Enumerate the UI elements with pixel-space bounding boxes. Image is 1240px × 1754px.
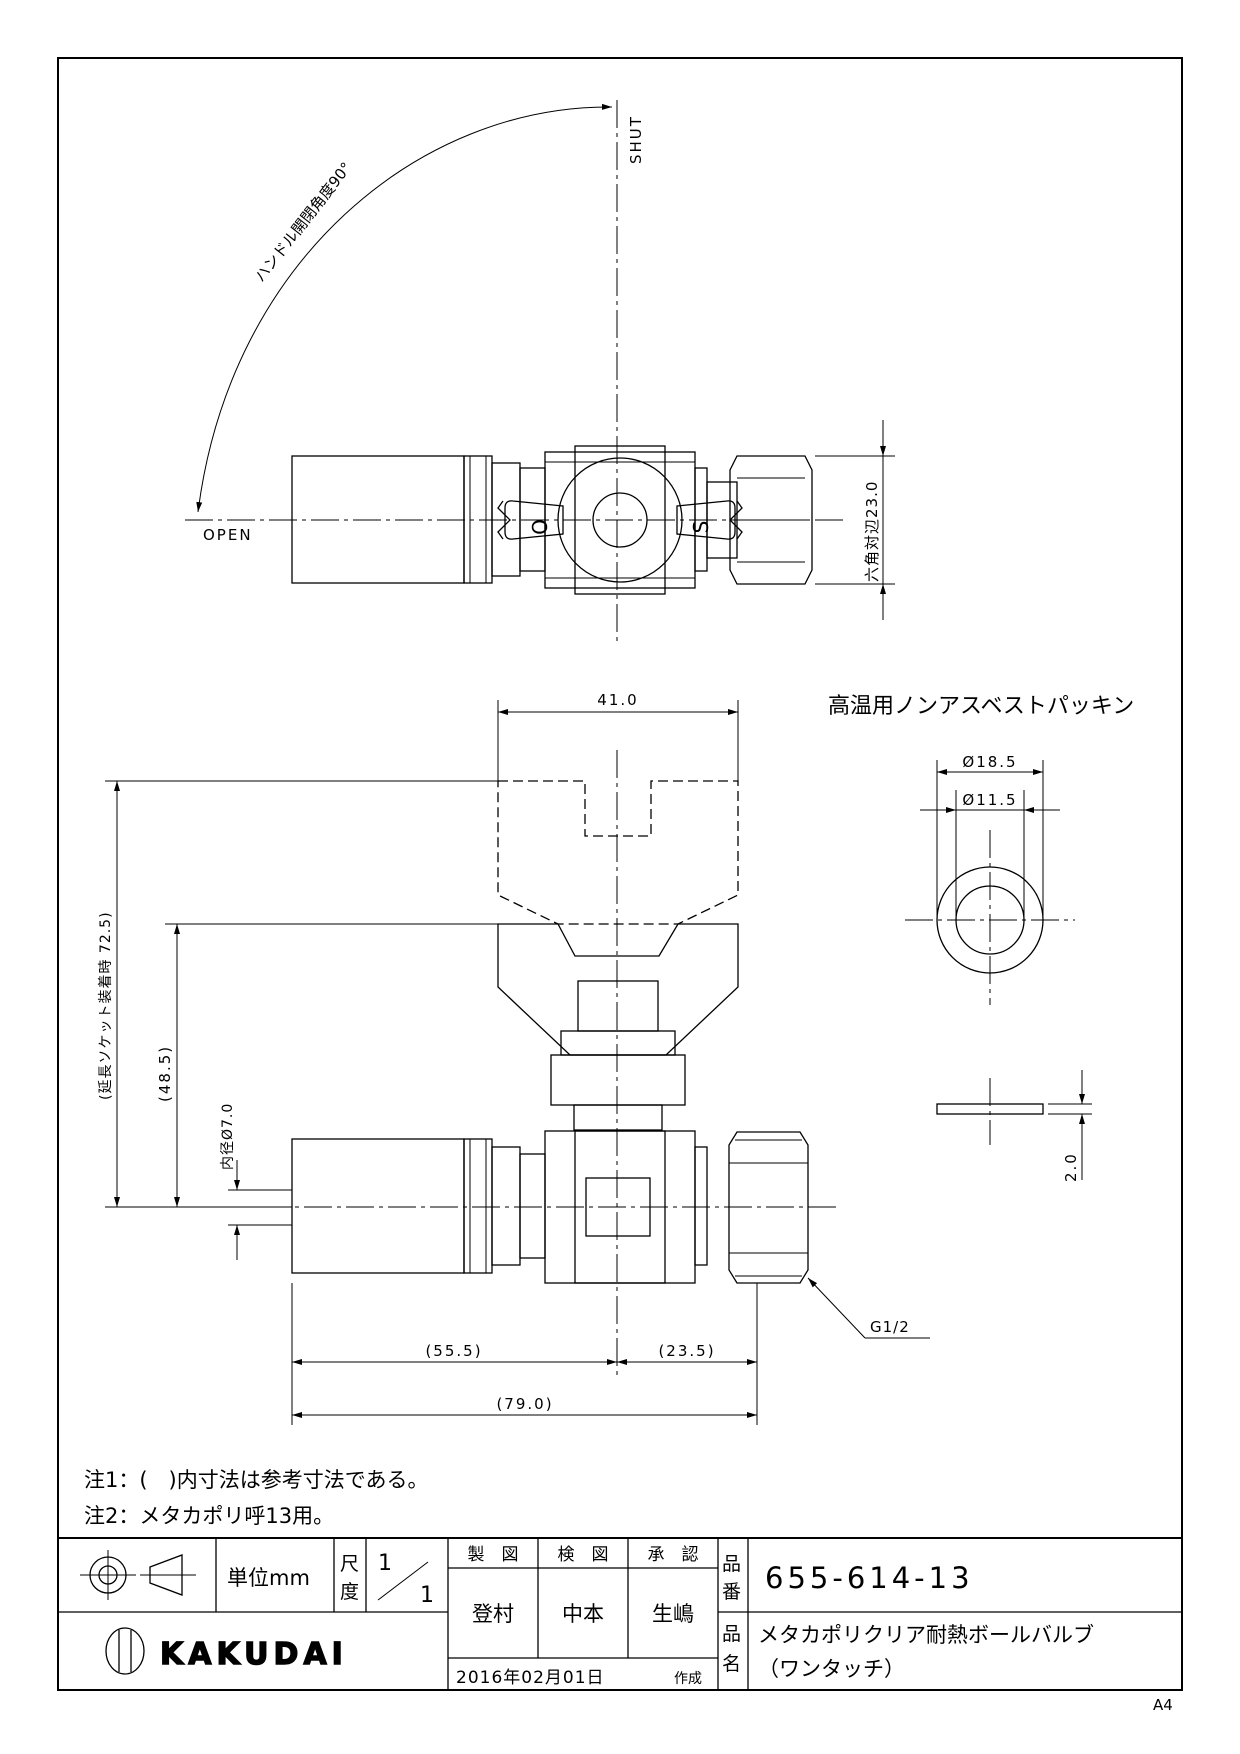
handle-angle-label: ハンドル開閉角度90° — [251, 159, 355, 286]
checked-by: 中本 — [562, 1602, 604, 1626]
part-no-label-1: 品 — [722, 1553, 741, 1575]
pipe-sleeve — [291, 1138, 465, 1274]
created-label: 作成 — [674, 1671, 702, 1687]
col-checked: 検 図 — [558, 1545, 609, 1565]
thread-label: G1/2 — [870, 1318, 910, 1336]
packing-detail: 高温用ノンアスベストパッキン Ø18.5 Ø11.5 2.0 — [828, 694, 1134, 1182]
dim-inner-diameter: 内径Ø7.0 — [220, 1103, 236, 1170]
creation-date: 2016年02月01日 — [456, 1668, 605, 1688]
handle-mark-shut: S — [689, 521, 713, 534]
top-view: ハンドル開閉角度90° SHUT OPEN O S — [185, 100, 895, 645]
note-1: 注1：( )内寸法は参考寸法である。 — [84, 1468, 429, 1492]
title-block: 単位mm 尺 度 1 1 製 図 検 図 承 認 登村 中本 生嶋 品 番 65… — [58, 1537, 1182, 1690]
packing-thickness: 2.0 — [1062, 1152, 1080, 1182]
scale-label-1: 尺 — [340, 1553, 359, 1575]
extended-handle-outline — [497, 780, 739, 925]
dim-total-length: (79.0) — [496, 1395, 553, 1413]
unit-label: 単位mm — [227, 1566, 310, 1590]
dim-right-length: (23.5) — [658, 1342, 715, 1360]
packing-title: 高温用ノンアスベストパッキン — [828, 694, 1134, 719]
paper-size: A4 — [1153, 1696, 1173, 1714]
dim-extension-height: (延長ソケット装着時 72.5) — [98, 911, 114, 1100]
hex-width-label: 六角対辺23.0 — [863, 481, 881, 582]
dim-height: (48.5) — [156, 1045, 174, 1102]
scale-label-2: 度 — [340, 1581, 359, 1603]
packing-outer-diameter: Ø18.5 — [962, 753, 1017, 771]
front-view: 41.0 (延長ソケット装着時 72.5) (48.5) 内径Ø7.0 (55.… — [98, 691, 930, 1425]
col-drawn: 製 図 — [468, 1545, 519, 1565]
scale-denominator: 1 — [420, 1583, 434, 1608]
part-no-label-2: 番 — [722, 1581, 741, 1603]
note-2: 注2：メタカポリ呼13用。 — [84, 1504, 334, 1528]
open-label: OPEN — [203, 526, 253, 544]
col-approved: 承 認 — [648, 1545, 699, 1565]
shut-label: SHUT — [627, 115, 645, 164]
part-name-line-2: （ワンタッチ） — [758, 1657, 905, 1681]
hex-nut — [728, 1131, 809, 1284]
drawn-by: 登村 — [472, 1602, 514, 1626]
part-name-label-1: 品 — [722, 1623, 741, 1645]
approved-by: 生嶋 — [652, 1602, 694, 1626]
handle-angle-arc — [196, 103, 613, 513]
part-number: 655-614-13 — [765, 1561, 974, 1595]
projection-symbol-icon — [80, 1550, 196, 1600]
company-name: KAKUDAI — [160, 1637, 348, 1672]
scale-numerator: 1 — [378, 1551, 392, 1576]
packing-inner-diameter: Ø11.5 — [962, 791, 1017, 809]
dim-handle-width: 41.0 — [597, 691, 638, 709]
handle-mark-open: O — [527, 519, 551, 535]
part-name-line-1: メタカポリクリア耐熱ボールバルブ — [758, 1623, 1094, 1647]
dim-left-length: (55.5) — [425, 1342, 482, 1360]
drawing-frame — [57, 57, 1183, 1691]
handle-outline — [497, 923, 739, 1056]
handle-open-side — [504, 500, 564, 540]
part-name-label-2: 名 — [722, 1653, 741, 1675]
company-logo-icon — [105, 1627, 145, 1675]
